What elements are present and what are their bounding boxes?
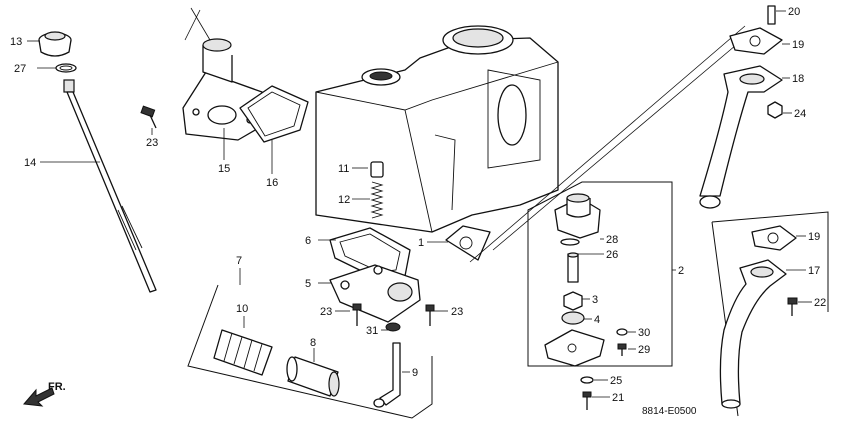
callout-27: 27: [14, 63, 26, 75]
callout-8: 8: [310, 337, 316, 349]
callout-20: 20: [788, 6, 800, 18]
hose-pointer-lines: [184, 7, 211, 41]
callout-28: 28: [606, 234, 618, 246]
upper-pipe: [699, 65, 783, 209]
cover-washer: [616, 328, 628, 336]
callout-11: 11: [338, 163, 349, 175]
bolt-top-left: [140, 105, 157, 129]
pipe-bolt: [787, 297, 798, 316]
oil-pump-body: [329, 264, 421, 323]
callout-25: 25: [610, 375, 622, 387]
callout-6: 6: [305, 235, 311, 247]
engine-block: [315, 25, 559, 233]
callout-3: 3: [592, 294, 598, 306]
relief-spring: [370, 181, 384, 219]
lower-washer: [580, 376, 594, 384]
callout-15: 15: [218, 163, 230, 175]
shaft-collar: [563, 291, 583, 311]
pump-drive-housing: [554, 193, 601, 239]
flange-gasket: [445, 225, 491, 261]
dipstick: [63, 79, 157, 293]
oil-strainer-screen: [213, 329, 273, 376]
cover-bolt: [617, 343, 627, 356]
callout-12: 12: [338, 194, 350, 206]
callout-19-top: 19: [792, 39, 804, 51]
callout-19-bottom: 19: [808, 231, 820, 243]
callout-21: 21: [612, 392, 624, 404]
callout-26: 26: [606, 249, 618, 261]
callout-29: 29: [638, 344, 650, 356]
o-ring: [55, 63, 77, 73]
thermostat-gasket: [239, 85, 309, 143]
forward-label: FR.: [48, 381, 66, 393]
relief-plug: [370, 161, 384, 178]
housing-o-ring: [560, 238, 580, 246]
strainer-assembly-box: [187, 284, 433, 419]
callout-14: 14: [24, 157, 36, 169]
callout-23-right: 23: [451, 306, 463, 318]
pump-bolt-left: [352, 303, 362, 326]
pump-bolt-right: [425, 304, 435, 326]
thermostat-cover: [182, 38, 263, 141]
callout-30: 30: [638, 327, 650, 339]
oil-filler-cap: [38, 31, 72, 57]
callout-10: 10: [236, 303, 248, 315]
hex-nut: [767, 101, 783, 119]
callout-9: 9: [412, 367, 418, 379]
callout-23-top: 23: [146, 137, 158, 149]
diagram-code: 8814-E0500: [642, 406, 697, 417]
block-pointer-lines: [469, 25, 746, 263]
inner-rotor: [561, 311, 585, 325]
callout-4: 4: [594, 314, 600, 326]
pump-cover: [544, 329, 605, 367]
oil-filter-element: [286, 356, 340, 397]
callout-1: 1: [418, 237, 424, 249]
pump-drive-assembly-box: [527, 181, 673, 367]
callout-22: 22: [814, 297, 826, 309]
pickup-pipe: [373, 342, 401, 408]
lower-pipe: [719, 259, 787, 409]
lower-gasket: [751, 225, 797, 251]
drive-shaft: [567, 252, 579, 283]
callout-23-left: 23: [320, 306, 332, 318]
callout-5: 5: [305, 278, 311, 290]
pump-washer: [385, 322, 401, 332]
callout-7: 7: [236, 255, 242, 267]
upper-gasket: [729, 27, 783, 55]
callout-17: 17: [808, 265, 820, 277]
callout-24: 24: [794, 108, 806, 120]
callout-16: 16: [266, 177, 278, 189]
lower-bolt: [582, 391, 592, 410]
callout-leaders: [27, 10, 812, 398]
callout-18: 18: [792, 73, 804, 85]
callout-31: 31: [366, 325, 378, 337]
callout-2: 2: [678, 265, 684, 277]
forward-arrow-icon: [23, 387, 55, 407]
stud-bolt: [767, 5, 776, 25]
callout-13: 13: [10, 36, 22, 48]
